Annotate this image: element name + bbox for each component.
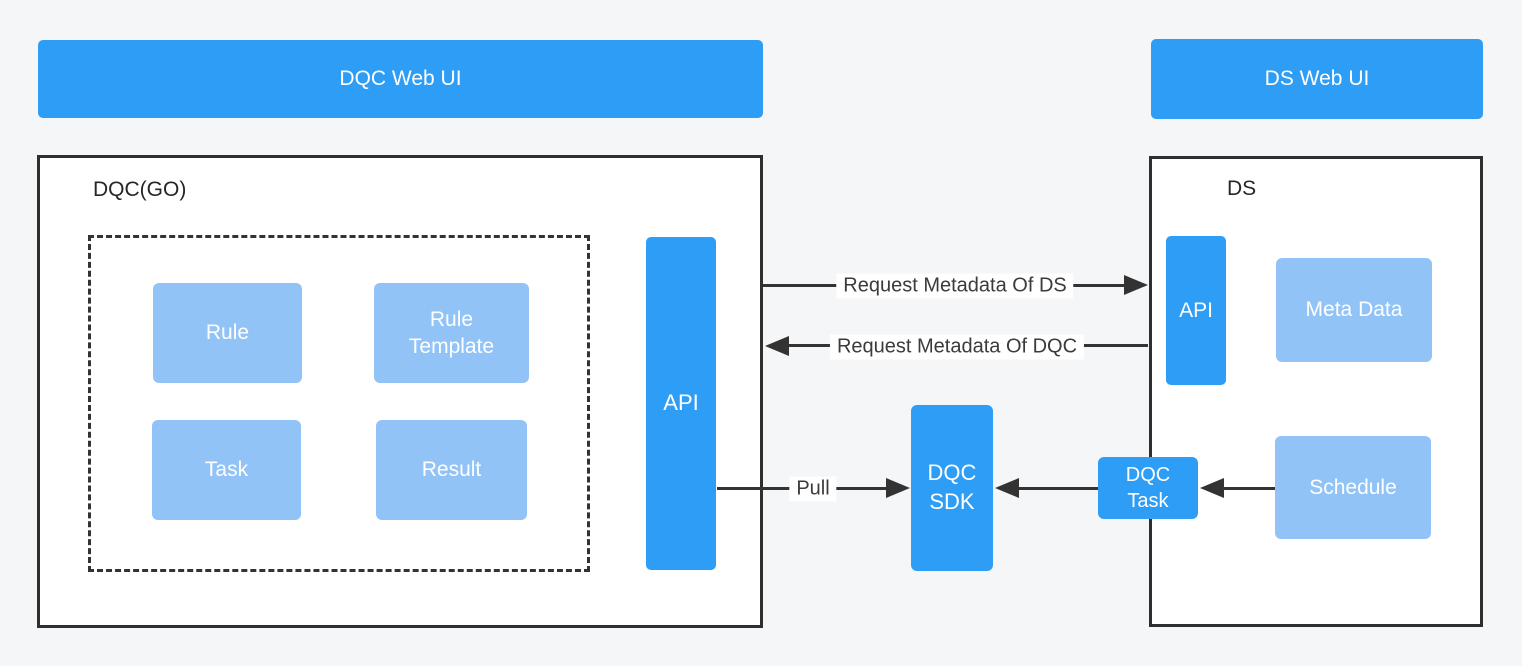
dqc-sdk-label: DQC SDK [927, 460, 977, 514]
ds-title: DS [1227, 177, 1257, 200]
dqc-api-node: API [646, 237, 716, 570]
ds-container [1149, 156, 1483, 627]
rule-template-module: Rule Template [374, 283, 529, 383]
rule-module-label: Rule [205, 321, 250, 345]
meta-data-label: Meta Data [1305, 298, 1403, 322]
ds-api-node: API [1166, 236, 1226, 385]
dqc-web-ui-label: DQC Web UI [339, 67, 462, 90]
rule-template-module-label: Rule Template [408, 307, 495, 358]
arrowhead-right-icon [886, 478, 910, 498]
dqc-modules-dashed-group [88, 235, 590, 572]
task-to-sdk-line [1017, 487, 1098, 490]
dqc-task-node: DQC Task [1098, 457, 1198, 519]
arrowhead-left-icon [1200, 478, 1224, 498]
arrowhead-left-icon [765, 336, 789, 356]
dqc-api-label: API [663, 390, 699, 416]
schedule-label: Schedule [1309, 475, 1397, 499]
arrowhead-right-icon [1124, 275, 1148, 295]
request-metadata-of-dqc-label: Request Metadata Of DQC [829, 334, 1085, 360]
dqc-go-title: DQC(GO) [93, 178, 187, 201]
dqc-web-ui-banner: DQC Web UI [38, 40, 763, 118]
meta-data-module: Meta Data [1276, 258, 1432, 362]
schedule-to-task-line [1224, 487, 1275, 490]
request-metadata-of-ds-label: Request Metadata Of DS [836, 273, 1074, 299]
schedule-module: Schedule [1275, 436, 1431, 539]
ds-api-label: API [1179, 298, 1213, 322]
rule-module: Rule [153, 283, 302, 383]
ds-web-ui-banner: DS Web UI [1151, 39, 1483, 119]
result-module-label: Result [421, 458, 482, 482]
task-module-label: Task [204, 458, 249, 482]
dqc-task-label: DQC Task [1125, 464, 1171, 512]
dqc-sdk-node: DQC SDK [911, 405, 993, 571]
dqc-go-container [37, 155, 763, 628]
result-module: Result [376, 420, 527, 520]
pull-label: Pull [789, 476, 837, 502]
ds-web-ui-label: DS Web UI [1264, 67, 1370, 90]
task-module: Task [152, 420, 301, 520]
arrowhead-left-icon [995, 478, 1019, 498]
